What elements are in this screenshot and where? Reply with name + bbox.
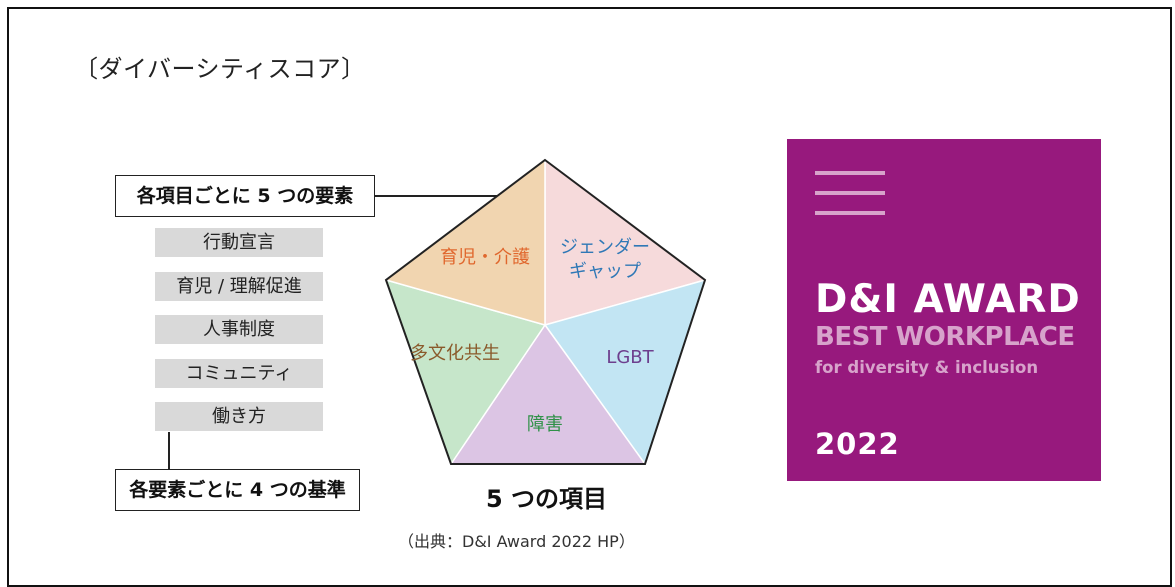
segment-label-disability: 障害 (527, 414, 563, 435)
element-list: 行動宣言 育児 / 理解促進 人事制度 コミュニティ 働き方 (155, 228, 323, 446)
element-item-hr-system: 人事制度 (155, 315, 323, 344)
segment-label-gender-gap: ギャップ (569, 261, 641, 282)
connector-line-top (375, 195, 533, 197)
element-item-community: コミュニティ (155, 358, 323, 388)
pentagon-outline (384, 158, 707, 465)
connector-line-bottom (168, 432, 170, 470)
segment-label-lgbt: LGBT (606, 347, 654, 368)
award-title: D&I AWARD (815, 277, 1081, 322)
segment-label-childcare-nursing: 育児・介護 (440, 247, 530, 268)
element-item-work-style: 働き方 (155, 402, 323, 431)
award-badge: D&I AWARD BEST WORKPLACE for diversity &… (787, 139, 1101, 481)
segment-label-multiculturalism: 多文化共生 (410, 343, 500, 364)
five-elements-box: 各項目ごとに 5 つの要素 (115, 175, 375, 217)
award-subtitle: BEST WORKPLACE (815, 322, 1075, 352)
element-item-childcare-understanding: 育児 / 理解促進 (155, 271, 323, 301)
segment-label-gender-gap: ジェンダー (560, 237, 650, 258)
source-note: （出典：D&I Award 2022 HP） (398, 532, 635, 551)
pentagon-caption: 5 つの項目 (486, 485, 608, 513)
four-criteria-box: 各要素ごとに 4 つの基準 (115, 469, 360, 511)
element-item-declaration: 行動宣言 (155, 228, 323, 257)
page-heading: 〔ダイバーシティスコア〕 (74, 55, 366, 83)
menu-bars-icon (815, 171, 885, 231)
award-year: 2022 (815, 427, 900, 461)
award-tagline: for diversity & inclusion (815, 358, 1039, 377)
